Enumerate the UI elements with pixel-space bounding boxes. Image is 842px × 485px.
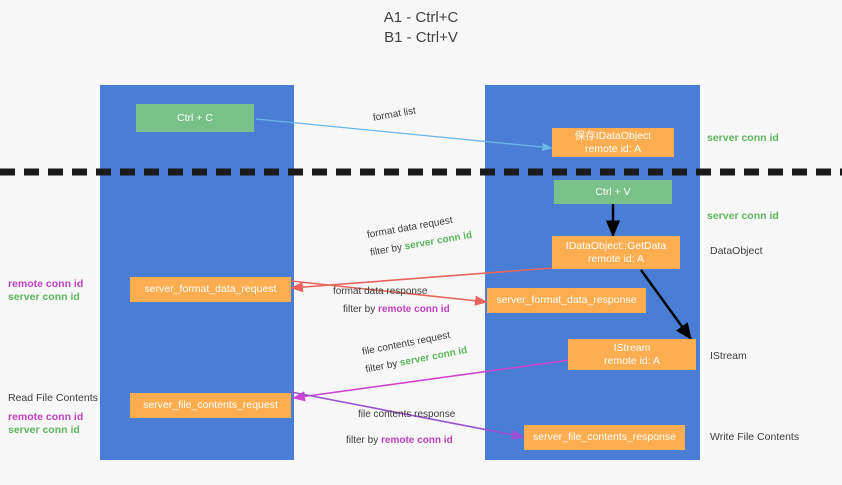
label-remote-conn-id-2: remote conn id — [8, 411, 84, 423]
box-server-format-data-response[interactable]: server_format_data_response — [487, 288, 646, 313]
box-server-file-contents-response[interactable]: server_file_contents_response — [524, 425, 685, 450]
box-istream[interactable]: IStream remote id: A — [568, 339, 696, 370]
box-server-file-contents-request[interactable]: server_file_contents_request — [130, 393, 291, 418]
box-getdata-label: IDataObject::GetData remote id: A — [565, 239, 667, 265]
box-getdata[interactable]: IDataObject::GetData remote id: A — [552, 236, 680, 269]
label-group-conn-ids-bottom: remote conn id server conn id — [8, 411, 83, 437]
box-istream-label: IStream remote id: A — [603, 341, 661, 367]
edge-label-file-contents-response-line1: file contents response — [358, 409, 456, 420]
edge-label-format-data-response-accent: remote conn id — [378, 304, 450, 315]
box-save-idataobject-label: 保存IDataObject remote id: A — [574, 129, 652, 155]
label-server-conn-id-2: server conn id — [8, 424, 80, 436]
edge-label-file-contents-response: file contents response filter by remote … — [346, 408, 456, 447]
edge-label-file-contents-request-prefix: filter by — [364, 357, 402, 376]
label-server-conn-id-mid: server conn id — [707, 210, 779, 222]
edge-label-format-data-response-prefix: filter by — [343, 304, 379, 315]
page-title: A1 - Ctrl+C B1 - Ctrl+V — [383, 9, 459, 46]
edge-label-format-data-response-line2: filter by remote conn id — [343, 303, 450, 316]
edge-label-file-contents-response-prefix: filter by — [346, 435, 382, 446]
edge-label-file-contents-response-line2: filter by remote conn id — [346, 434, 455, 447]
box-server-file-contents-response-label: server_file_contents_response — [532, 431, 676, 443]
box-ctrl-v[interactable]: Ctrl + V — [554, 180, 672, 204]
box-save-idataobject[interactable]: 保存IDataObject remote id: A — [552, 128, 674, 157]
edge-label-format-list: format list — [372, 104, 417, 124]
box-server-format-data-request[interactable]: server_format_data_request — [130, 277, 291, 302]
edge-label-format-data-response-line1: format data response — [333, 286, 428, 297]
box-server-file-contents-request-label: server_file_contents_request — [143, 399, 278, 411]
label-write-file-contents: Write File Contents — [710, 431, 800, 443]
label-istream: IStream — [710, 350, 747, 362]
label-server-conn-id-1: server conn id — [8, 291, 80, 303]
label-group-conn-ids-top: remote conn id server conn id — [8, 278, 83, 304]
edge-label-file-contents-response-accent: remote conn id — [381, 435, 453, 446]
label-dataobject: DataObject — [710, 245, 763, 257]
edge-label-format-data-request: format data request filter by server con… — [366, 211, 473, 259]
box-server-format-data-response-label: server_format_data_response — [496, 294, 637, 306]
box-server-format-data-request-label: server_format_data_request — [144, 283, 277, 295]
label-server-conn-id-top: server conn id — [707, 132, 779, 144]
box-ctrl-c-label: Ctrl + C — [177, 111, 213, 124]
edge-label-format-data-request-prefix: filter by — [369, 241, 406, 259]
edge-label-format-data-response: format data response filter by remote co… — [333, 285, 450, 316]
edge-label-file-contents-request: file contents request filter by server c… — [361, 326, 468, 376]
box-ctrl-v-label: Ctrl + V — [595, 185, 631, 198]
box-ctrl-c[interactable]: Ctrl + C — [136, 104, 254, 132]
edge-label-format-list-line1: format list — [372, 105, 417, 124]
label-read-file-contents: Read File Contents — [8, 392, 98, 404]
label-remote-conn-id-1: remote conn id — [8, 278, 84, 290]
